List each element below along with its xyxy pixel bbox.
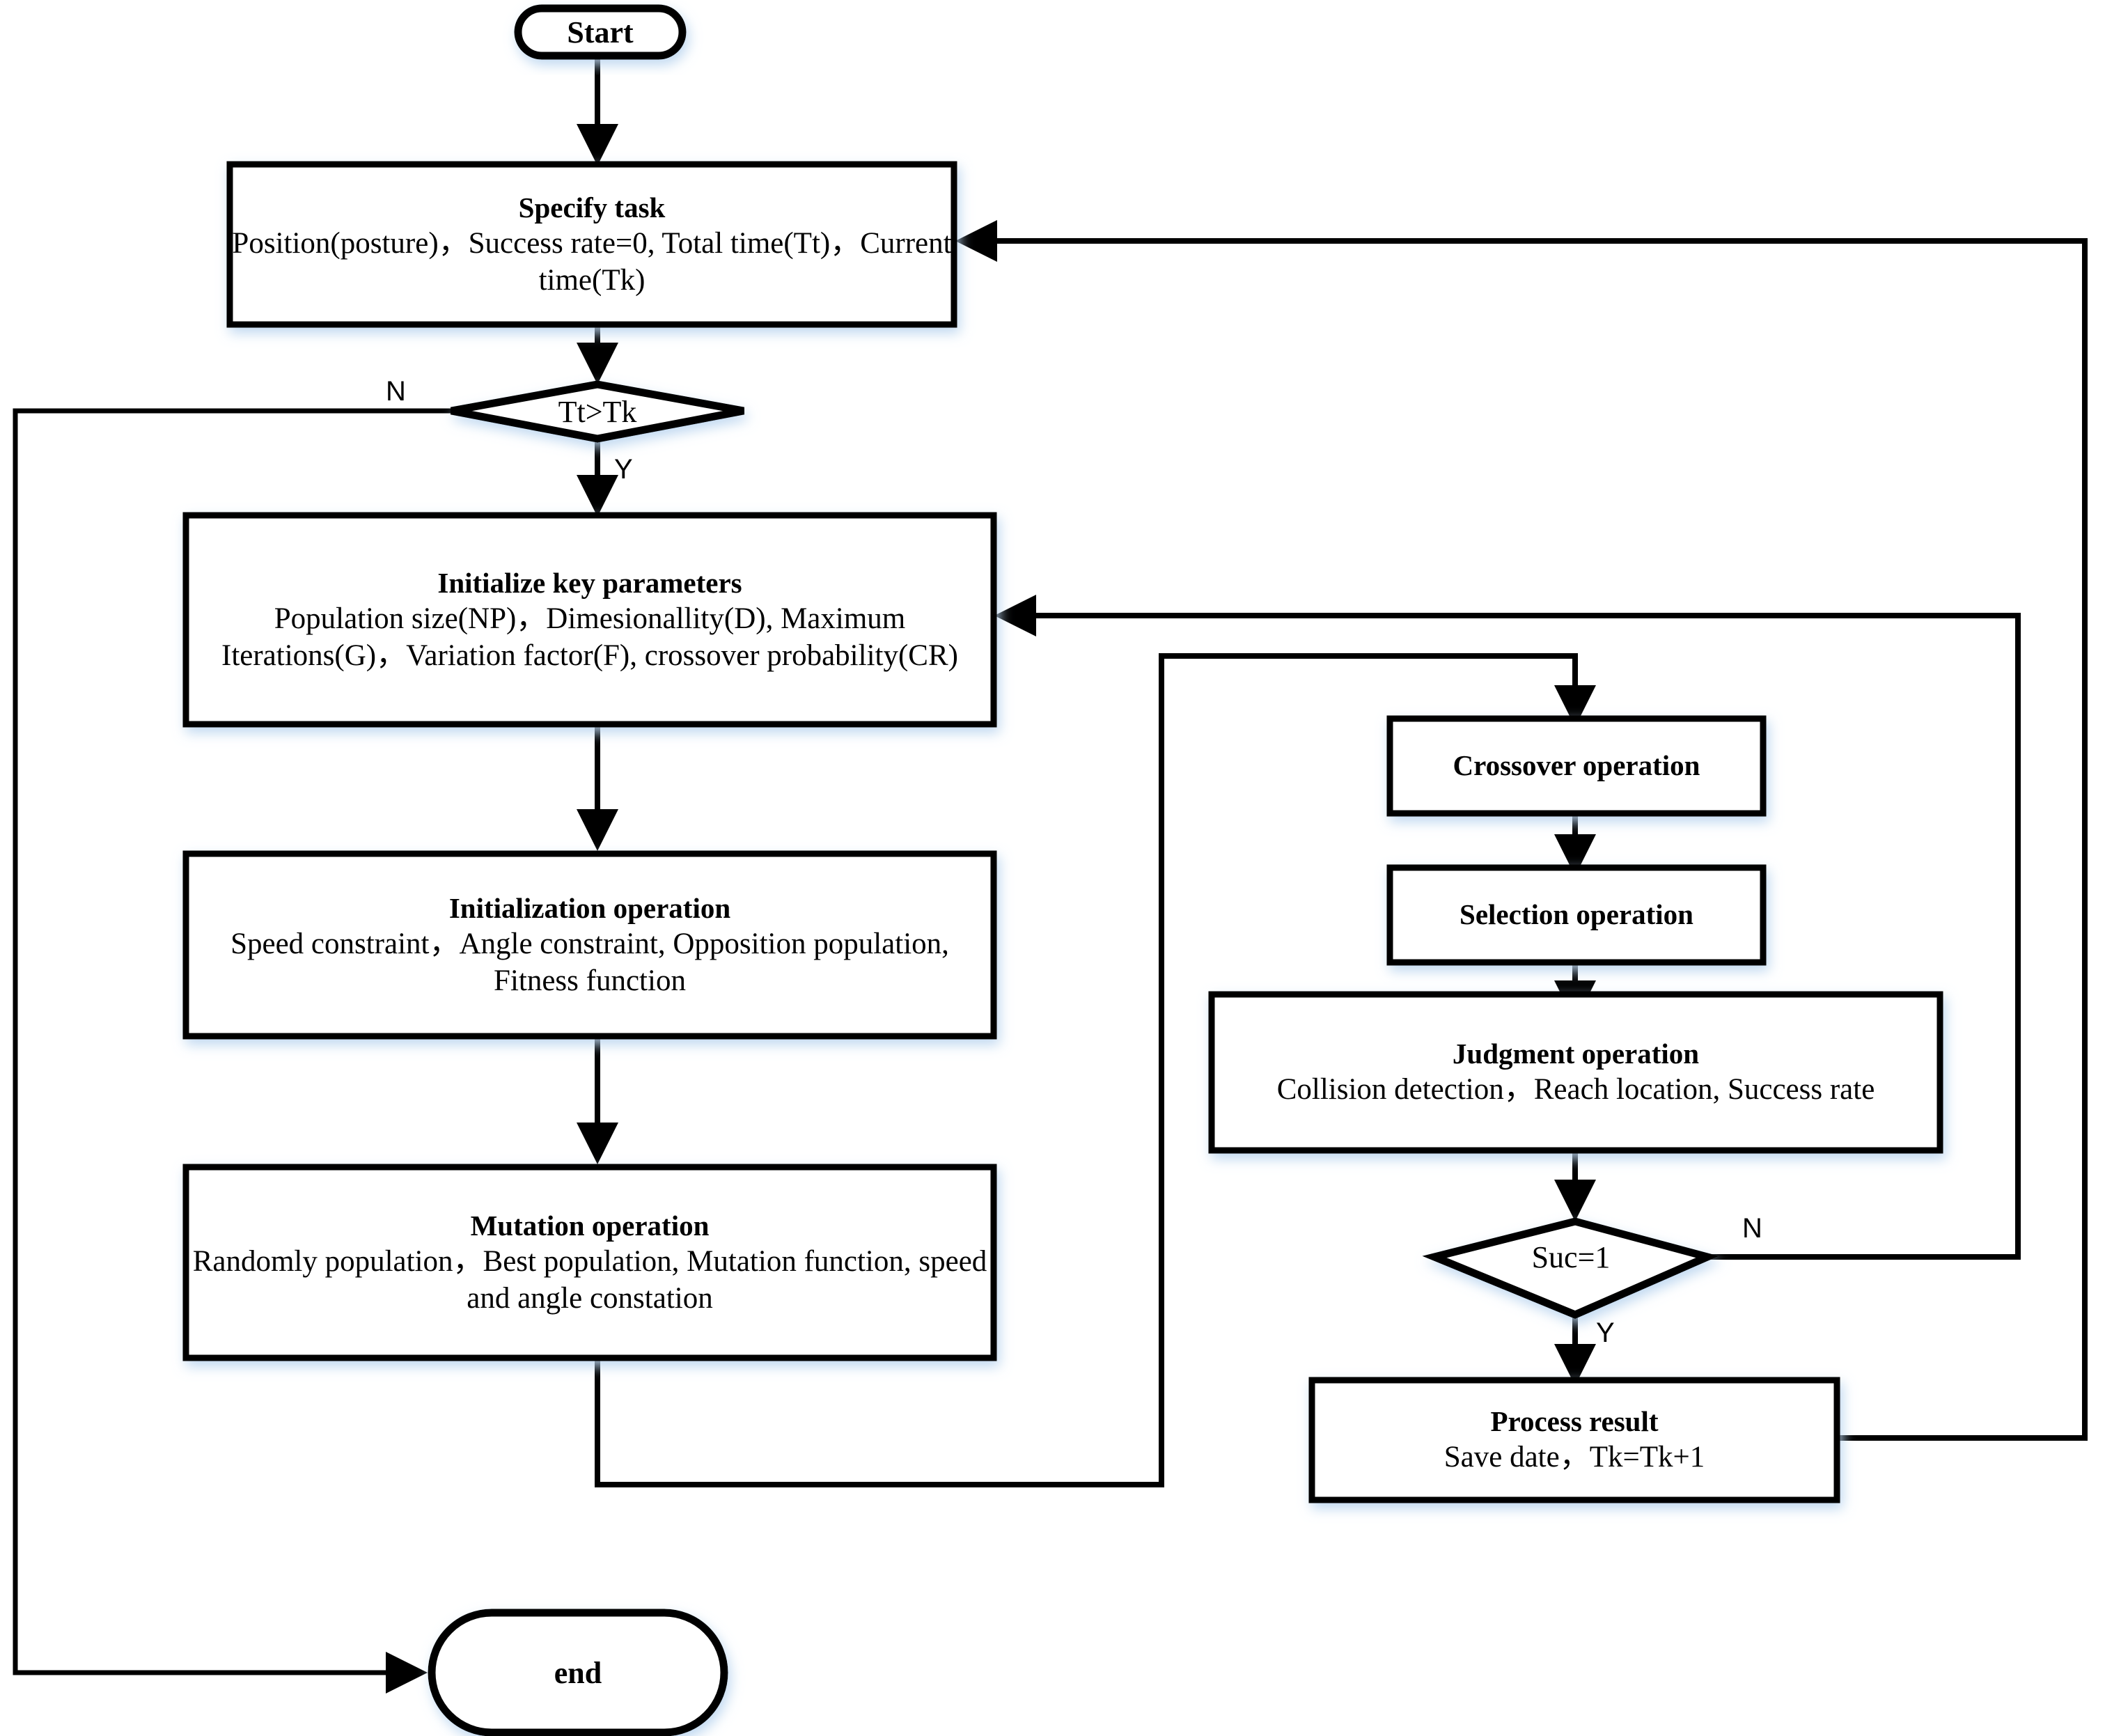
edge-crossover-op-to-selection-op (1554, 813, 1596, 876)
edge-decision-time-yes-to-init-params (577, 439, 618, 517)
process-result-body: Save date，Tk=Tk+1 (1443, 1441, 1705, 1474)
node-init-params[interactable] (182, 512, 997, 728)
node-end[interactable] (428, 1609, 728, 1736)
specify-task-body: Position(posture)，Success rate=0, Total … (232, 227, 952, 297)
node-start[interactable] (514, 4, 687, 60)
edge-init-params-to-init-op (577, 724, 618, 851)
end-label: end (554, 1655, 602, 1690)
process-result-title: Process result (1490, 1405, 1659, 1438)
decision-suc-label: Suc=1 (1531, 1240, 1611, 1274)
edge-label-suc-yes: Y (1596, 1317, 1615, 1348)
crossover-op-label: Crossover operation (1390, 719, 1763, 813)
edge-specify-task-to-decision-time (577, 324, 618, 384)
edge-decision-time-no-to-end (13, 408, 451, 1694)
selection-op-title: Selection operation (1460, 898, 1693, 931)
node-init-op[interactable] (182, 850, 997, 1040)
judgment-op-label: Judgment operation Collision detection，R… (1212, 994, 1940, 1150)
init-params-title: Initialize key parameters (437, 566, 742, 599)
edge-label-suc-no: N (1742, 1213, 1762, 1244)
node-selection-op[interactable] (1386, 864, 1767, 966)
edge-mutation-op-to-crossover-op (595, 653, 1596, 1487)
node-mutation-op[interactable] (182, 1164, 997, 1361)
edge-process-result-to-specify-task (955, 220, 2088, 1441)
selection-op-label: Selection operation (1390, 868, 1763, 962)
mutation-op-label: Mutation operation Randomly population，B… (186, 1167, 994, 1358)
init-op-label: Initialization operation Speed constrain… (186, 854, 994, 1036)
edge-decision-suc-yes-to-process-result (1554, 1315, 1596, 1386)
judgment-op-title: Judgment operation (1452, 1038, 1700, 1070)
node-decision-suc[interactable] (1422, 1217, 1719, 1319)
init-params-body: Population size(NP)，Dimesionallity(D), M… (221, 602, 958, 672)
mutation-op-body: Randomly population，Best population, Mut… (192, 1245, 987, 1315)
node-specify-task[interactable] (226, 161, 957, 328)
init-op-title: Initialization operation (448, 891, 731, 924)
decision-time-label: Tt>Tk (558, 394, 637, 429)
edge-start-to-specify-task (577, 54, 618, 166)
judgment-op-body: Collision detection，Reach location, Succ… (1276, 1073, 1875, 1106)
edge-label-time-no: N (386, 376, 406, 407)
edge-judgment-op-to-decision-suc (1554, 1150, 1596, 1221)
edge-decision-suc-no-to-init-params (994, 595, 2021, 1260)
init-params-label: Initialize key parameters Population siz… (186, 515, 994, 724)
specify-task-title: Specify task (518, 191, 666, 224)
mutation-op-title: Mutation operation (470, 1209, 710, 1242)
edge-label-time-yes: Y (614, 454, 633, 485)
process-result-label: Process result Save date，Tk=Tk+1 (1312, 1380, 1837, 1500)
start-label: Start (567, 15, 634, 49)
edge-init-op-to-mutation-op (577, 1036, 618, 1164)
specify-task-label: Specify task Position(posture)，Success r… (230, 164, 954, 324)
crossover-op-title: Crossover operation (1453, 749, 1700, 782)
node-decision-time[interactable] (450, 380, 745, 443)
init-op-body: Speed constraint，Angle constraint, Oppos… (230, 928, 949, 997)
node-crossover-op[interactable] (1386, 715, 1767, 817)
node-judgment-op[interactable] (1208, 991, 1943, 1154)
node-process-result[interactable] (1308, 1377, 1840, 1503)
